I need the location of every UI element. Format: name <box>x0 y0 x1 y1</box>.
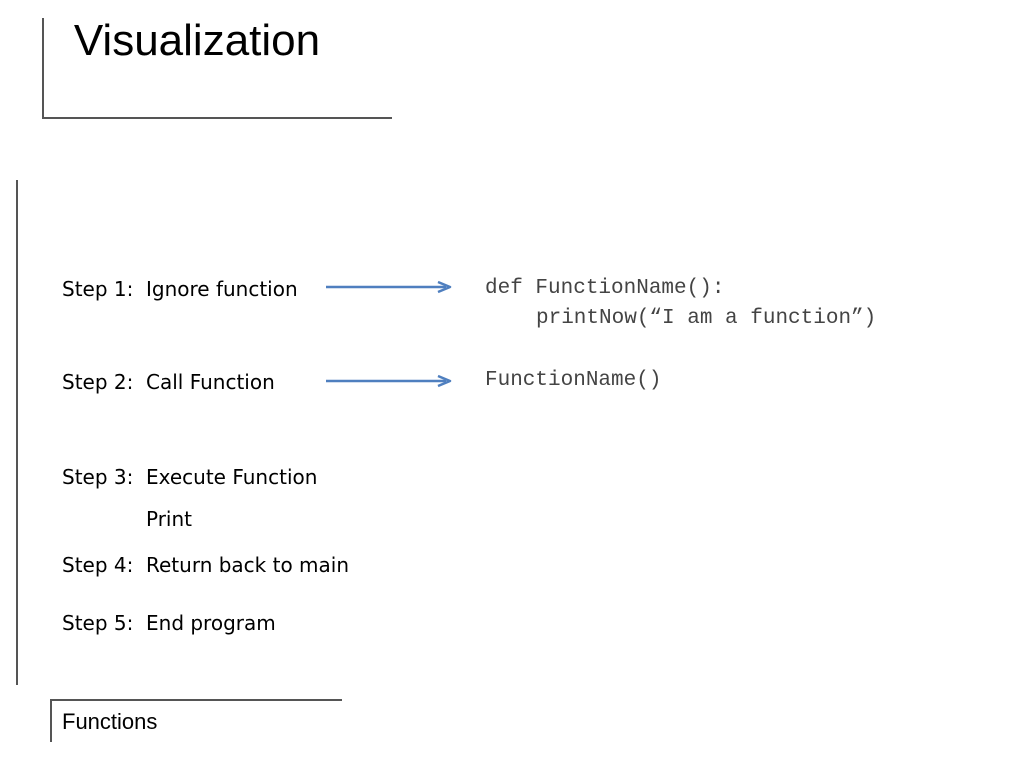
step-5-number: Step 5: <box>62 611 134 635</box>
title-bottom-rule <box>42 117 392 119</box>
step-1-text: Ignore function <box>146 277 298 301</box>
step-3-sub: Print <box>146 507 193 531</box>
title-left-rule <box>42 18 44 118</box>
step-5-text: End program <box>146 611 276 635</box>
footer-left-rule <box>50 700 52 742</box>
step-2-number: Step 2: <box>62 370 134 394</box>
code-body-line: printNow(“I am a function”) <box>536 307 877 330</box>
footer-label: Functions <box>62 709 158 734</box>
arrow-icon <box>326 280 452 294</box>
content-left-rule <box>16 180 18 685</box>
code-def-line: def FunctionName(): <box>485 277 725 300</box>
slide-title: Visualization <box>73 16 321 65</box>
step-3-number: Step 3: <box>62 465 134 489</box>
step-3: Step 3: Execute Function <box>62 465 317 489</box>
step-2-text: Call Function <box>146 370 275 394</box>
code-call-line: FunctionName() <box>485 369 662 392</box>
step-2: Step 2: Call Function <box>62 370 275 394</box>
step-5: Step 5: End program <box>62 611 276 635</box>
step-3-text: Execute Function <box>146 465 318 489</box>
step-1-number: Step 1: <box>62 277 134 301</box>
step-4-text: Return back to main <box>146 553 350 577</box>
footer-top-rule <box>50 699 342 701</box>
step-4: Step 4: Return back to main <box>62 553 349 577</box>
step-1: Step 1: Ignore function <box>62 277 298 301</box>
step-4-number: Step 4: <box>62 553 134 577</box>
arrow-icon <box>326 374 452 388</box>
